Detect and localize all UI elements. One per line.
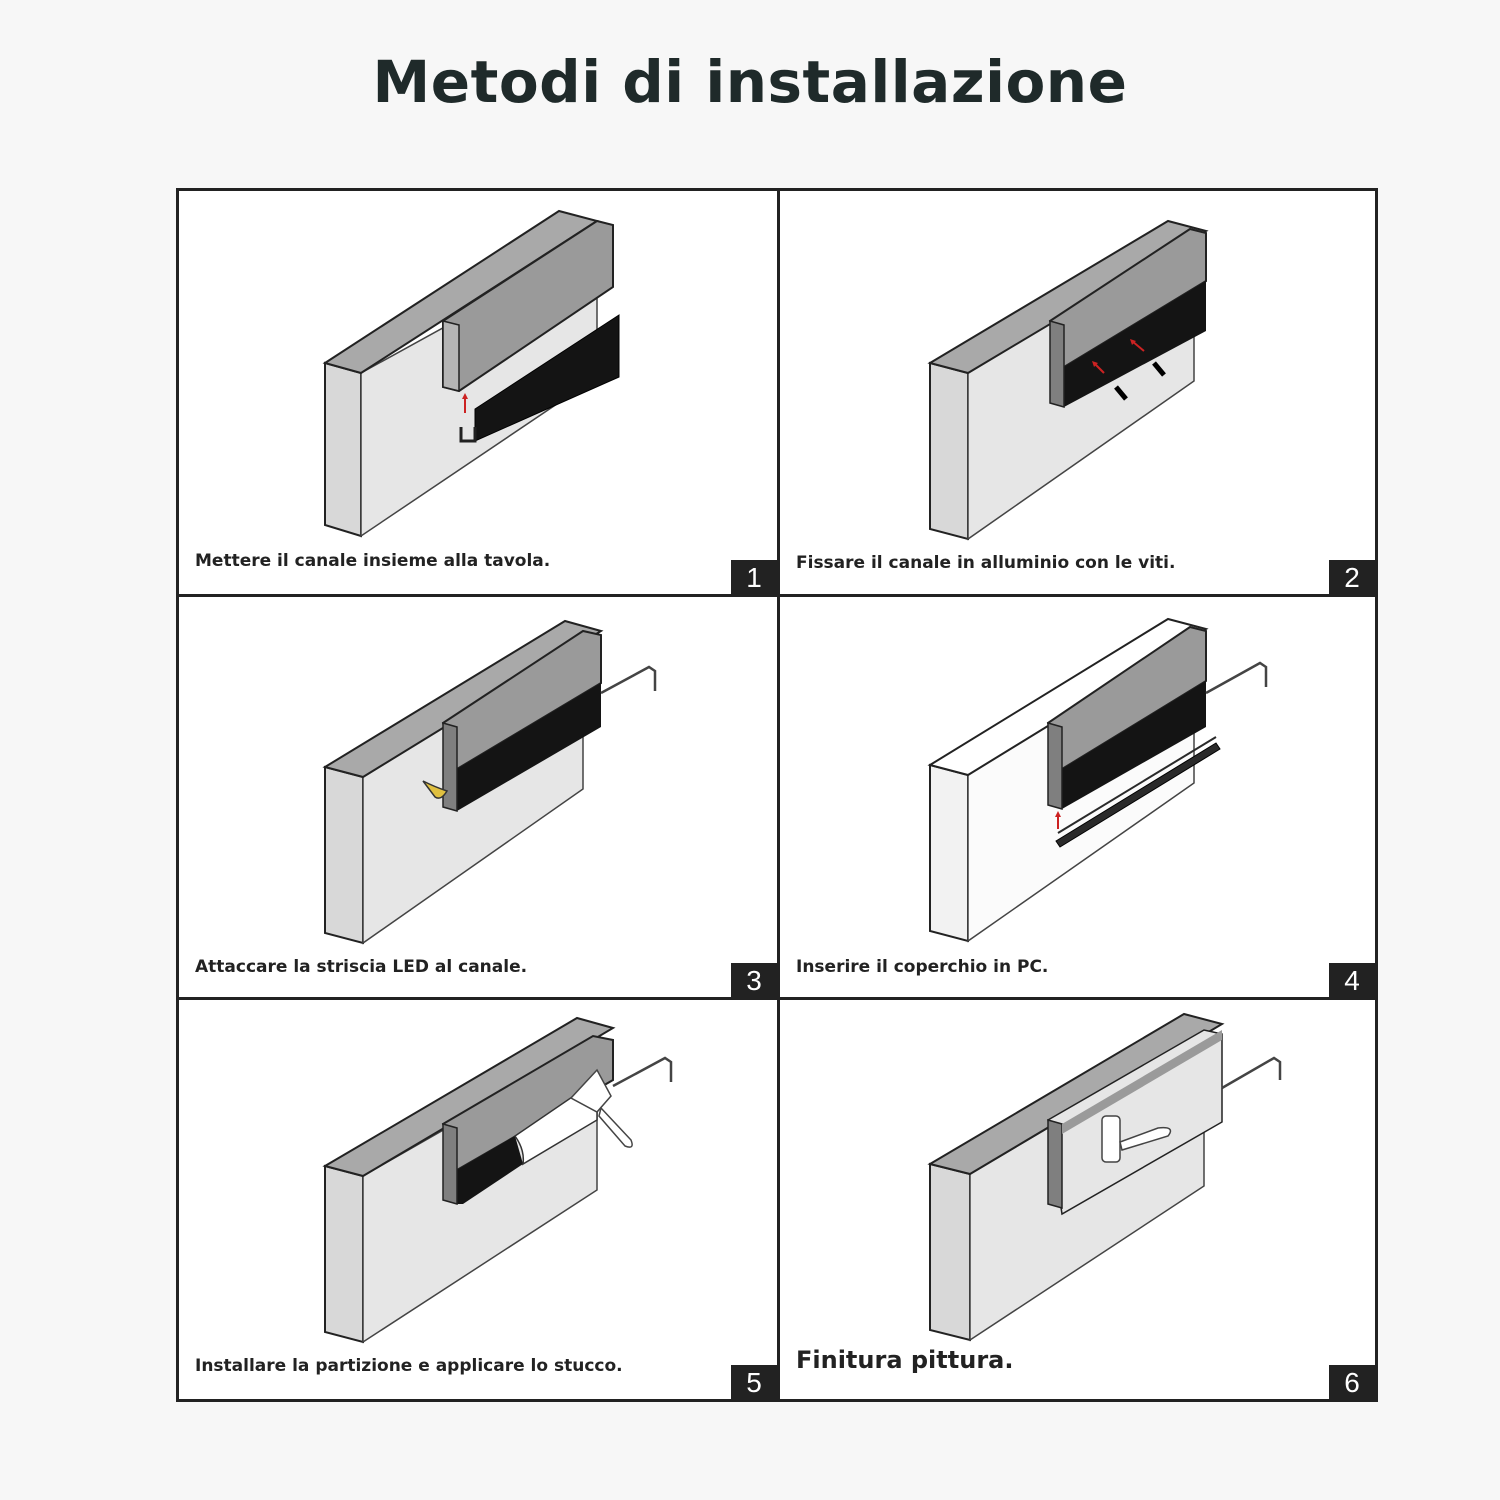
step-caption: Installare la partizione e applicare lo … [195, 1356, 623, 1376]
step-number-badge: 6 [1329, 1365, 1375, 1399]
step-1-illustration [322, 209, 620, 538]
step-number-badge: 3 [731, 963, 777, 997]
step-caption: Inserire il coperchio in PC. [796, 957, 1049, 977]
step-number-badge: 1 [731, 560, 777, 594]
step-5-illustration [322, 1016, 673, 1344]
step-panel-5: Installare la partizione e applicare lo … [179, 1000, 777, 1399]
step-caption: Fissare il canale in alluminio con le vi… [796, 553, 1176, 573]
step-number-badge: 4 [1329, 963, 1375, 997]
step-panel-4: Inserire il coperchio in PC. 4 [780, 597, 1375, 997]
step-number-badge: 5 [731, 1365, 777, 1399]
step-3-illustration [322, 619, 657, 945]
page-title: Metodi di installazione [372, 48, 1128, 116]
step-caption: Mettere il canale insieme alla tavola. [195, 551, 551, 571]
step-panel-2: Fissare il canale in alluminio con le vi… [780, 191, 1375, 594]
step-2-illustration [927, 219, 1209, 541]
step-6-illustration [927, 1012, 1282, 1342]
grid-divider-horizontal [179, 997, 1375, 1000]
grid-divider-vertical [777, 191, 780, 1399]
instruction-grid: Mettere il canale insieme alla tavola. 1… [176, 188, 1378, 1402]
step-panel-6: Finitura pittura. 6 [780, 1000, 1375, 1399]
step-4-illustration [927, 617, 1268, 943]
step-panel-1: Mettere il canale insieme alla tavola. 1 [179, 191, 777, 594]
grid-divider-horizontal [179, 594, 1375, 597]
step-number-badge: 2 [1329, 560, 1375, 594]
step-panel-3: Attaccare la striscia LED al canale. 3 [179, 597, 777, 997]
step-caption: Attaccare la striscia LED al canale. [195, 957, 528, 977]
step-caption: Finitura pittura. [796, 1346, 1014, 1374]
